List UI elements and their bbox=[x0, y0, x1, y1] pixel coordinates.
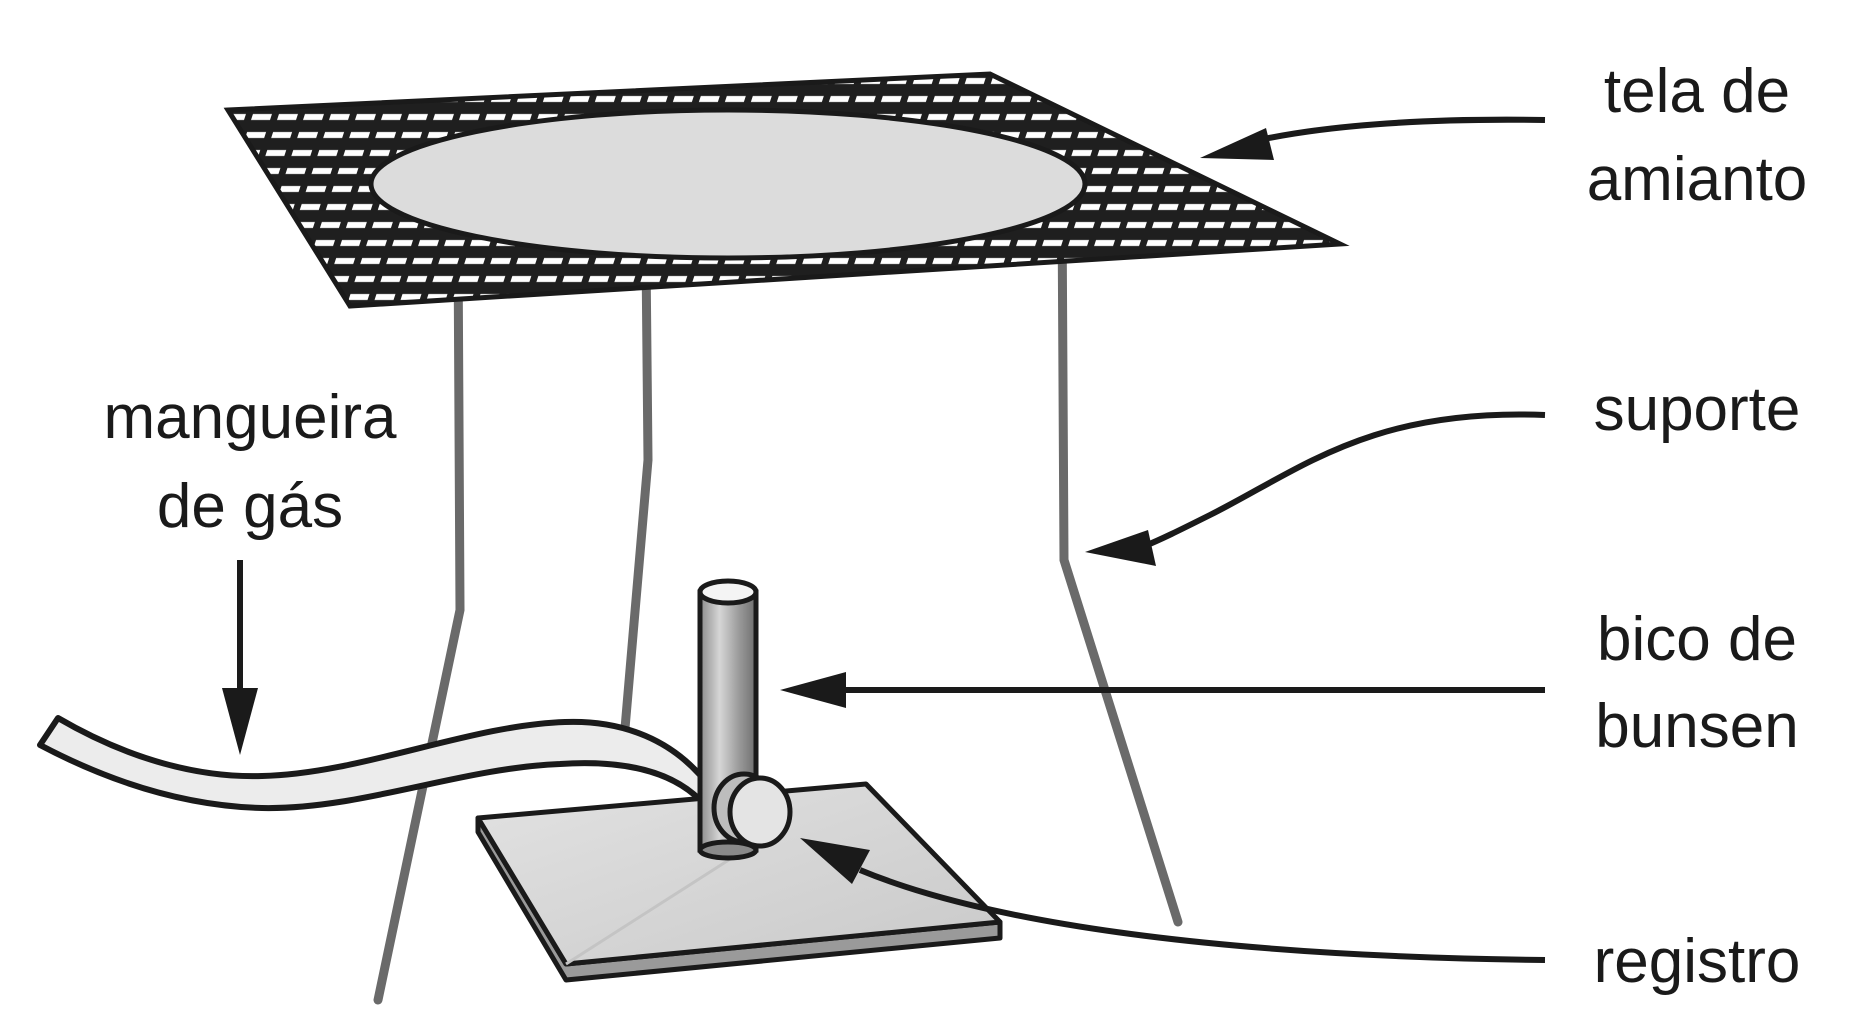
label-tela-line2: amianto bbox=[1587, 145, 1808, 214]
bunsen-burner bbox=[475, 578, 1003, 983]
burner-tube-mouth bbox=[697, 578, 759, 606]
label-tela-line1: tela de bbox=[1604, 57, 1790, 126]
label-mangueira-line2: de gás bbox=[157, 472, 343, 541]
tela-leader-line bbox=[1249, 116, 1546, 145]
support-stand bbox=[373, 200, 1183, 1005]
label-bico-line1: bico de bbox=[1597, 605, 1797, 674]
label-bico-line2: bunsen bbox=[1595, 692, 1798, 761]
burner-base-shade bbox=[565, 838, 761, 966]
suporte-arrowhead bbox=[1085, 530, 1156, 566]
labels: tela de amianto suporte bico de bunsen r… bbox=[104, 57, 1808, 996]
gas-hose bbox=[37, 715, 715, 812]
suporte-leader-line bbox=[1138, 411, 1546, 551]
label-mangueira-line1: mangueira bbox=[104, 383, 397, 452]
label-registro: registro bbox=[1594, 927, 1801, 996]
mesh-center-disc bbox=[368, 107, 1088, 261]
leaders bbox=[222, 116, 1546, 963]
asbestos-mesh bbox=[223, 71, 1350, 309]
mangueira-arrowhead bbox=[222, 688, 258, 755]
bico-arrowhead bbox=[780, 672, 846, 708]
registro-arrowhead bbox=[800, 838, 870, 884]
burner-tube-bottom bbox=[697, 839, 759, 861]
tela-arrowhead bbox=[1200, 128, 1274, 160]
support-leg-middle bbox=[619, 250, 653, 745]
gas-valve bbox=[727, 775, 793, 849]
label-suporte: suporte bbox=[1594, 375, 1801, 444]
registro-leader-line bbox=[858, 867, 1546, 963]
support-leg-left bbox=[373, 235, 465, 1005]
support-leg-right bbox=[1057, 200, 1183, 927]
